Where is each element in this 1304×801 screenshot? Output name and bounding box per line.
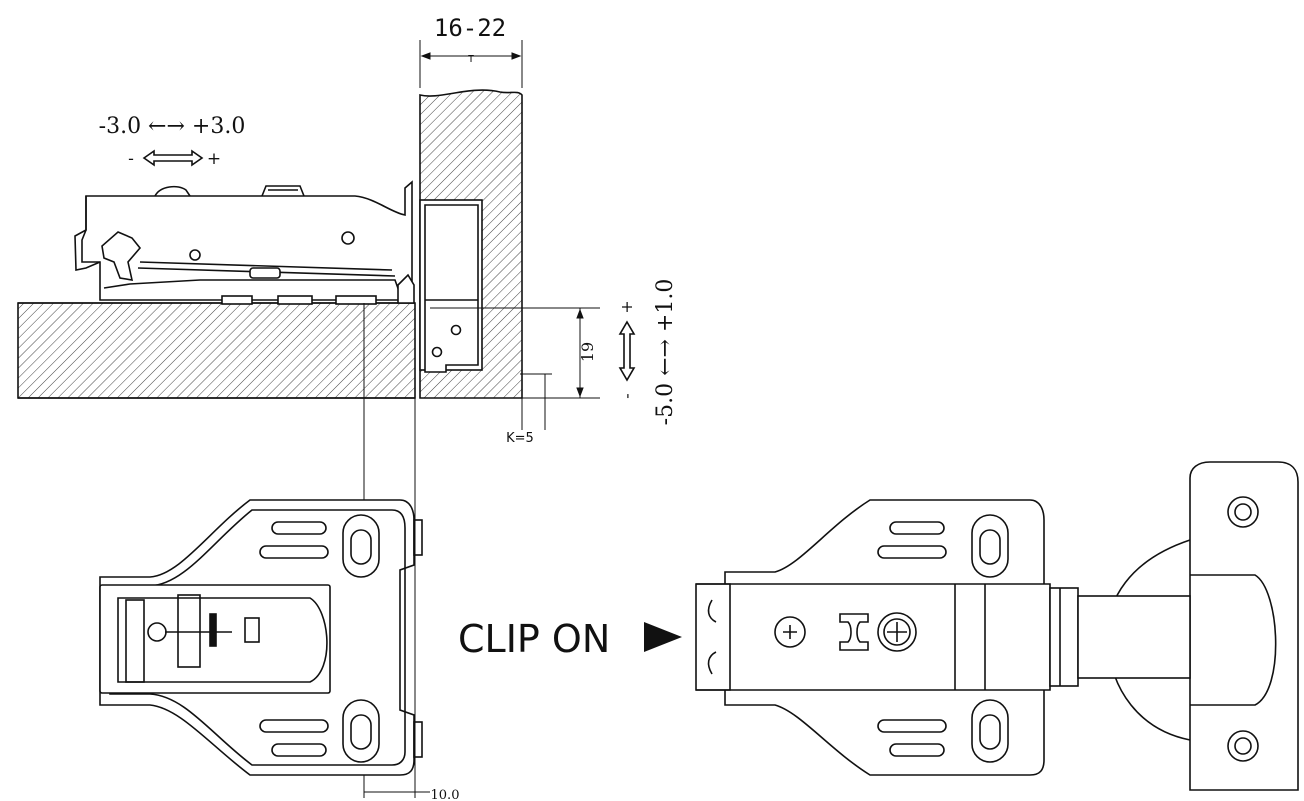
bottom-offset-dim: 10.0 [431,788,460,801]
mounting-slot-bottom [259,699,380,763]
plate-height-dim: 19 [578,342,597,362]
depth-adjust-range: -5.0 ←→ +1.0 [653,279,678,426]
mounting-slot-top [259,514,380,578]
k-value-dim: K=5 [506,431,534,446]
depth-plus-sign: + [617,300,636,313]
adjust-screw-left-icon [774,616,806,648]
assembled-slot-top [877,514,1009,578]
door-thickness-range: 16-22 [434,14,506,42]
cabinet-side-panel [17,302,416,399]
assembled-slot-bottom [877,699,1009,763]
side-adjust-arrow [142,149,204,167]
side-adjust-range: -3.0 ←→ +3.0 [99,114,246,139]
depth-adjust-arrow [618,320,636,382]
mounting-plate-view [99,499,423,776]
hinge-arm [74,180,415,305]
door-panel [419,89,523,399]
side-view [17,40,636,798]
door-thickness-symbol: T [468,54,474,65]
hinge-arm-top-view [695,583,1191,691]
side-plus-sign: + [207,149,221,169]
side-minus-sign: - [128,149,134,169]
depth-minus-sign: - [617,393,636,398]
clip-on-arrow-icon [644,622,682,652]
assembled-hinge-view [695,461,1299,791]
clip-on-label: CLIP ON [458,617,610,661]
adjust-screw-right-icon [877,612,917,652]
